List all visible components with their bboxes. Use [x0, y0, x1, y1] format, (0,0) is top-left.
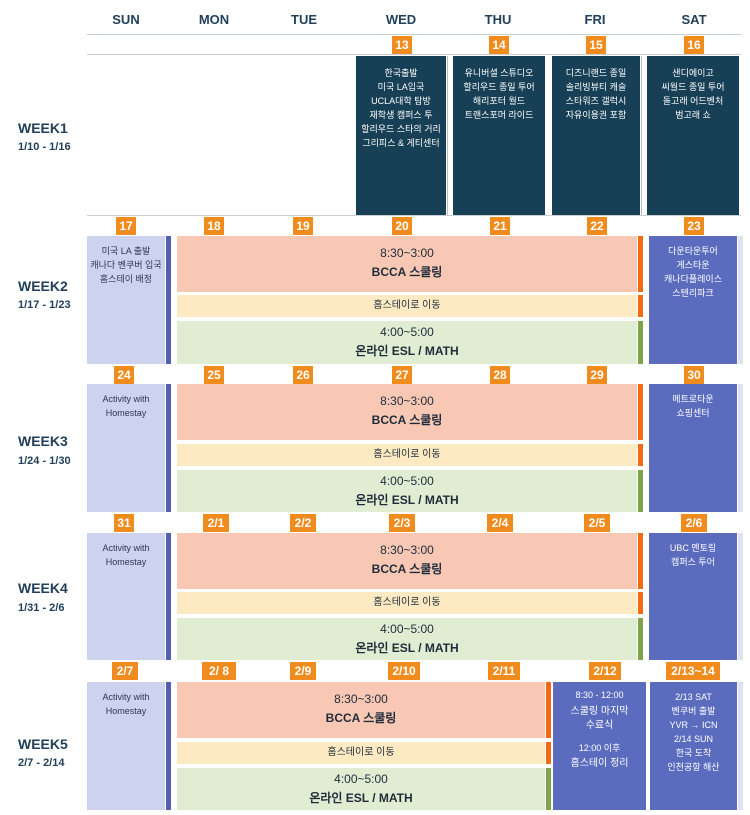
date-badge: 2/2 — [290, 514, 316, 532]
accent-bar — [546, 768, 551, 810]
week-title: WEEK4 — [18, 580, 68, 596]
day-header-thu: THU — [484, 12, 512, 27]
week-title: WEEK3 — [18, 433, 68, 449]
date-badge: 20 — [392, 217, 412, 235]
accent-bar — [166, 533, 171, 660]
week-title: WEEK2 — [18, 278, 68, 294]
date-badge: 2/1 — [203, 514, 229, 532]
date-badge: 28 — [490, 366, 510, 384]
accent-bar — [638, 295, 643, 317]
week-title: WEEK5 — [18, 736, 68, 752]
day-header-fri: FRI — [584, 12, 606, 27]
day-header-tue: TUE — [291, 12, 317, 27]
week-range: 1/17 - 1/23 — [18, 299, 71, 311]
week-range: 1/10 - 1/16 — [18, 141, 71, 153]
date-badge: 2/5 — [584, 514, 610, 532]
day-header-wed: WED — [385, 12, 417, 27]
accent-bar — [546, 742, 551, 764]
accent-bar — [166, 682, 171, 810]
date-badge: 17 — [116, 217, 136, 235]
week-range: 2/7 - 2/14 — [18, 757, 65, 769]
date-badge: 18 — [204, 217, 224, 235]
date-badge: 2/6 — [681, 514, 707, 532]
week-range: 1/31 - 2/6 — [18, 602, 65, 614]
accent-bar — [638, 444, 643, 466]
date-badge: 2/4 — [487, 514, 513, 532]
friday-graduation-cell: 8:30 - 12:00 스쿨링 마지막 수료식 12:00 이후 홈스테이 정… — [553, 682, 646, 810]
divider-line — [87, 215, 741, 216]
date-badge: 14 — [489, 36, 509, 54]
date-badge: 19 — [293, 217, 313, 235]
date-badge: 2/13~14 — [666, 662, 720, 680]
date-badge: 31 — [114, 514, 134, 532]
date-badge: 21 — [490, 217, 510, 235]
week-range: 1/24 - 1/30 — [18, 455, 71, 467]
day-header-sun: SUN — [112, 12, 140, 27]
date-badge: 27 — [392, 366, 412, 384]
accent-bar — [638, 618, 643, 660]
divider-line — [87, 34, 741, 35]
date-badge: 30 — [684, 366, 704, 384]
date-badge: 26 — [293, 366, 313, 384]
date-badge: 2/10 — [388, 662, 420, 680]
day-header-mon: MON — [198, 12, 230, 27]
grid-line — [447, 56, 448, 215]
accent-bar — [638, 533, 643, 589]
homestay-move-block: 홈스테이로 이동 — [177, 444, 637, 466]
accent-bar — [166, 384, 171, 512]
date-badge: 16 — [684, 36, 704, 54]
homestay-move-block: 홈스테이로 이동 — [177, 295, 637, 317]
date-badge: 25 — [204, 366, 224, 384]
date-badge: 24 — [114, 366, 134, 384]
accent-bar — [638, 592, 643, 614]
date-badge: 2/ 8 — [202, 662, 236, 680]
edge-strip — [738, 682, 743, 810]
date-badge: 2/11 — [488, 662, 520, 680]
grid-line — [641, 56, 642, 215]
accent-bar — [638, 384, 643, 440]
divider-line — [87, 54, 741, 55]
date-badge: 13 — [392, 36, 412, 54]
accent-bar — [638, 236, 643, 292]
accent-bar — [546, 682, 551, 738]
date-badge: 15 — [586, 36, 606, 54]
homestay-move-block: 홈스테이로 이동 — [177, 742, 545, 764]
edge-strip — [738, 533, 743, 660]
date-badge: 2/12 — [589, 662, 621, 680]
edge-strip — [738, 384, 743, 512]
accent-bar — [638, 470, 643, 512]
date-badge: 23 — [684, 217, 704, 235]
accent-bar — [638, 321, 643, 364]
edge-strip — [738, 236, 743, 364]
date-badge: 2/3 — [389, 514, 415, 532]
date-badge: 29 — [587, 366, 607, 384]
date-badge: 2/9 — [290, 662, 316, 680]
date-badge: 2/7 — [112, 662, 138, 680]
day-header-sat: SAT — [681, 12, 707, 27]
accent-bar — [166, 236, 171, 364]
homestay-move-block: 홈스테이로 이동 — [177, 592, 637, 614]
date-badge: 22 — [587, 217, 607, 235]
week-title: WEEK1 — [18, 120, 68, 136]
